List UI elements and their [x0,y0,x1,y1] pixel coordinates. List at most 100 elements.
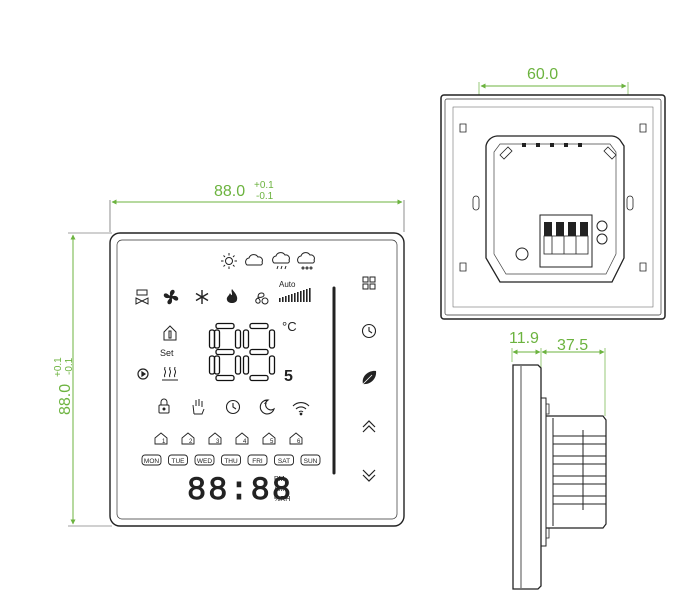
up-chevron-icon[interactable] [362,420,376,433]
right-screw-slot [626,195,634,211]
segment-f [208,329,216,349]
side-back-depth-value: 37.5 [557,337,588,354]
valve-icon [135,289,149,305]
program-period-icon: 6 [289,432,303,445]
day-label: FRI [252,458,263,465]
partly-cloudy-icon [245,254,263,266]
day-label-box [300,454,321,466]
back-plate-outer [440,94,666,320]
main-temperature-display: 188 [208,322,276,382]
front-view: 88.0 +0.1 -0.1 88.0 +0.1 -0.1 [53,180,405,527]
segment-a [249,322,269,330]
front-width-tol-upper: +0.1 [254,180,274,191]
day-label-box [221,454,241,466]
day-labels: MON TUE WED THU FRI SAT SUN [141,454,321,466]
front-width-dimension: 88.0 +0.1 -0.1 [109,180,405,232]
clock-digits: 88:88 [187,472,293,509]
program-periods: 1 2 3 4 5 6 [154,432,303,445]
front-width-value: 88.0 [214,183,245,200]
front-height-value: 88.0 [57,384,74,415]
program-period-number: 6 [297,439,301,445]
back-housing [485,135,625,283]
day-label: TUE [172,458,186,465]
segment-e [242,355,250,375]
day-label-box [274,454,294,466]
rh-label: %RH [274,496,290,503]
day-label-box [247,454,268,466]
program-period-number: 3 [216,439,220,445]
down-chevron-icon[interactable] [362,469,376,482]
segment-g [215,348,235,356]
front-height-tol-upper: +0.1 [53,357,64,377]
back-hole-spacing-value: 60.0 [527,66,558,83]
timer-icon [225,399,241,415]
day-label-box [141,454,162,466]
back-plate-recess [452,106,654,308]
snow-cloud-icon [297,252,315,270]
floor-heating-icon [162,366,178,381]
side-housing [546,415,607,529]
side-fins [552,418,606,526]
small-digit: 5 [284,368,293,385]
segment-d [215,374,235,382]
program-period-number: 2 [189,439,193,445]
day-label: SAT [278,458,290,465]
segment-e [208,355,216,375]
home-thermometer-icon [163,325,177,341]
segment-c [268,355,276,375]
segment-c [234,355,242,375]
day-label: MON [144,458,159,465]
lock-icon [158,398,170,414]
menu-grid-icon[interactable] [362,276,376,290]
leaf-icon[interactable] [362,370,377,385]
celsius-unit: °C [282,319,297,334]
program-period-number: 4 [243,439,247,445]
auto-label: Auto [279,280,296,289]
segment-d [249,374,269,382]
flame-icon [226,289,238,303]
day-label: SUN [304,458,318,465]
svg-text:z: z [264,400,267,406]
am-label: AM [274,486,285,493]
snowflake-icon [195,290,209,304]
program-period-icon: 4 [235,432,249,445]
program-period-number: 5 [270,439,274,445]
auto-cycle-icon [137,368,149,380]
front-width-tol-lower: -0.1 [256,191,274,202]
program-period-number: 1 [162,439,166,445]
terminal-block [515,214,608,268]
clock-button-icon[interactable] [361,323,377,339]
program-period-icon: 5 [262,432,276,445]
back-view: 60.0 [440,66,666,320]
fan-icon [163,289,179,305]
segment-f [242,329,250,349]
day-label: WED [197,458,212,465]
front-panel-inner [116,239,398,520]
day-label: THU [224,458,238,465]
segment-b [268,329,276,349]
left-screw-slot [472,195,480,211]
back-housing-inner [493,143,617,275]
segment-a [215,322,235,330]
front-height-tol-lower: -0.1 [64,357,75,375]
side-view: 11.9 37.5 [509,330,607,590]
sleep-icon: z [259,399,275,415]
segment-b [234,329,242,349]
set-label: Set [160,348,174,358]
day-label-box [168,454,188,466]
program-period-icon: 1 [154,432,168,445]
pm-label: PM [274,476,285,483]
hand-icon [192,399,205,415]
wifi-icon [292,402,310,416]
day-label-box [194,454,215,466]
side-panel [512,364,542,590]
segment-g [249,348,269,356]
signal-bars-icon [279,288,311,302]
fan-speed-icon [255,292,269,305]
front-height-dimension: 88.0 +0.1 -0.1 [53,232,112,527]
back-plate-inner [444,98,662,316]
program-period-icon: 2 [181,432,195,445]
sun-icon [221,253,237,269]
rain-cloud-icon [272,252,290,270]
